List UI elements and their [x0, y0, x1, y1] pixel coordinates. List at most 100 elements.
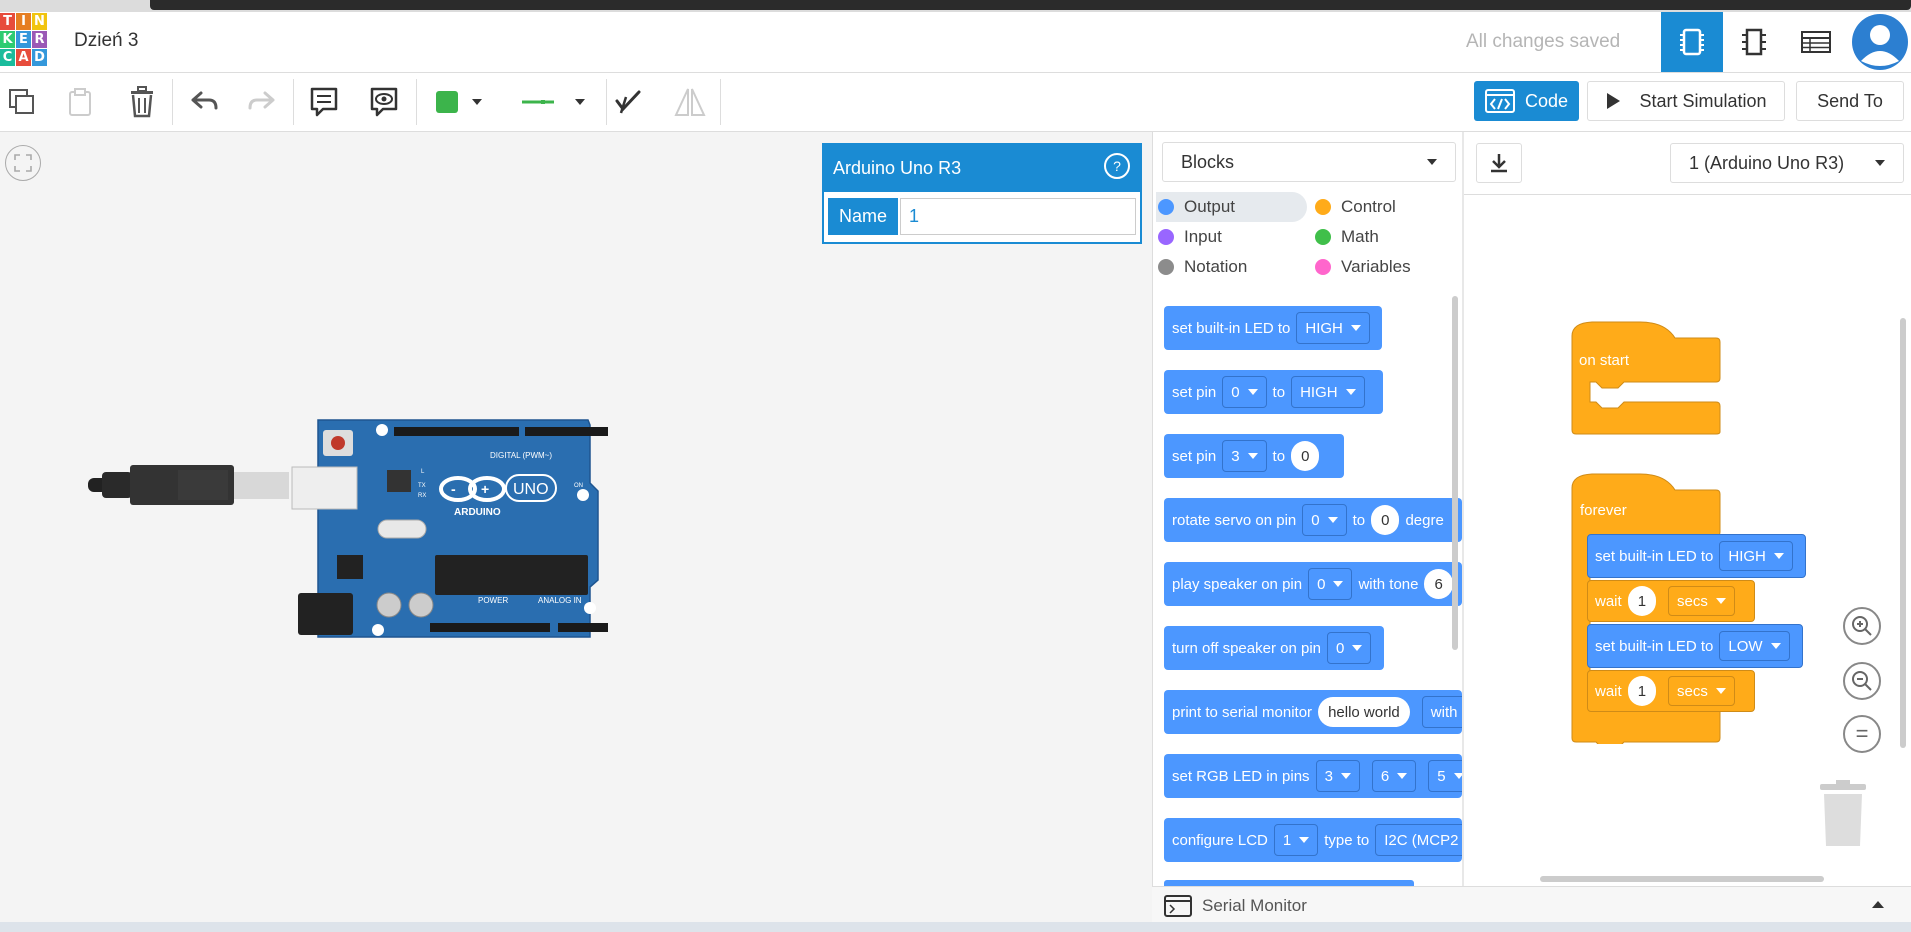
main-toolbar: Code Start Simulation Send To [0, 73, 1911, 132]
reset-button[interactable] [331, 436, 345, 450]
block-dropdown[interactable]: secs [1668, 676, 1735, 706]
category-output[interactable]: Output [1152, 192, 1235, 222]
rotate-button[interactable] [608, 73, 648, 131]
block-dropdown[interactable]: 0 [1302, 504, 1347, 536]
schematic-view-icon [1742, 28, 1766, 56]
block-dropdown[interactable]: 0 [1327, 632, 1372, 664]
block-dropdown[interactable]: HIGH [1291, 376, 1365, 408]
download-icon [1491, 154, 1507, 173]
send-to-label: Send To [1817, 90, 1883, 111]
component-inspector: Arduino Uno R3 ? Name 1 [822, 143, 1142, 244]
block-dropdown[interactable]: 0 [1308, 568, 1353, 600]
block-dropdown[interactable]: secs [1668, 586, 1735, 616]
device-select[interactable]: 1 (Arduino Uno R3) [1670, 143, 1904, 183]
user-avatar[interactable] [1848, 12, 1911, 72]
block-set-builtin-led[interactable]: set built-in LED to HIGH [1164, 306, 1382, 350]
code-button[interactable]: Code [1474, 81, 1579, 121]
workspace-trash-icon[interactable] [1816, 780, 1870, 850]
category-control[interactable]: Control [1309, 192, 1396, 222]
block-dropdown[interactable]: 6 [1371, 760, 1417, 792]
start-simulation-button[interactable]: Start Simulation [1587, 81, 1785, 121]
logo-letter: T [0, 13, 15, 30]
toggle-notes-visibility-button[interactable] [364, 73, 404, 131]
block-value-input[interactable]: 1 [1627, 676, 1657, 706]
fit-view-button[interactable] [5, 145, 41, 181]
on-start-block[interactable] [1570, 320, 1724, 436]
workspace-h-scrollbar[interactable] [1540, 876, 1824, 882]
chevron-up-icon[interactable] [1872, 901, 1884, 908]
serial-monitor-bar[interactable]: Serial Monitor [1152, 886, 1911, 923]
serial-monitor-label: Serial Monitor [1202, 896, 1307, 915]
block-text: set built-in LED to [1172, 319, 1291, 337]
undo-button[interactable] [184, 73, 224, 131]
block-value-input[interactable]: 1 [1627, 586, 1657, 616]
category-notation[interactable]: Notation [1152, 252, 1247, 282]
block-print-serial[interactable]: print to serial monitor hello world with [1164, 690, 1462, 734]
block-dropdown[interactable]: 5 [1428, 760, 1462, 792]
redo-button[interactable] [242, 73, 282, 131]
editor-mode-select[interactable]: Blocks [1162, 142, 1456, 182]
block-dropdown[interactable]: 1 [1273, 824, 1319, 856]
block-dropdown[interactable]: LOW [1719, 631, 1790, 661]
name-input[interactable]: 1 [900, 198, 1136, 235]
block-text: wait [1595, 592, 1622, 610]
wire-color-picker[interactable] [510, 73, 596, 131]
block-value-input[interactable]: 0 [1371, 505, 1400, 535]
svg-text:-: - [451, 481, 456, 497]
on-start-label: on start [1579, 352, 1630, 369]
arduino-uno-board[interactable]: - + ARDUINO UNO DIGITAL (PWM~) POWER ANA… [88, 415, 608, 645]
analog-label: ANALOG IN [538, 596, 582, 605]
schematic-view-button[interactable] [1723, 12, 1785, 72]
block-dropdown[interactable]: HIGH [1719, 541, 1793, 571]
block-text: set RGB LED in pins [1172, 767, 1310, 785]
send-to-button[interactable]: Send To [1796, 81, 1904, 121]
block-text: turn off speaker on pin [1172, 639, 1321, 657]
zoom-in-button[interactable] [1843, 607, 1881, 645]
copy-button[interactable] [2, 73, 42, 131]
workspace-v-scrollbar[interactable] [1900, 318, 1906, 748]
ws-wait-1[interactable]: wait 1 secs [1587, 580, 1755, 622]
block-dropdown[interactable]: with [1421, 696, 1462, 728]
block-dropdown[interactable]: 3 [1222, 440, 1267, 472]
block-dropdown[interactable]: HIGH [1296, 312, 1370, 344]
category-label: Control [1341, 197, 1396, 216]
paste-button[interactable] [60, 73, 100, 131]
project-title[interactable]: Dzień 3 [74, 30, 139, 51]
block-text: rotate servo on pin [1172, 511, 1297, 529]
zoom-reset-button[interactable]: = [1843, 715, 1881, 753]
notes-button[interactable] [304, 73, 344, 131]
help-icon[interactable]: ? [1104, 153, 1130, 179]
block-turn-off-speaker[interactable]: turn off speaker on pin 0 [1164, 626, 1384, 670]
blocks-scrollbar[interactable] [1452, 296, 1458, 650]
flip-button[interactable] [670, 73, 710, 131]
logo-letter: A [16, 49, 31, 66]
component-list-button[interactable] [1785, 12, 1847, 72]
category-variables[interactable]: Variables [1309, 252, 1411, 282]
category-math[interactable]: Math [1309, 222, 1379, 252]
fill-color-picker[interactable] [424, 73, 494, 131]
delete-button[interactable] [122, 73, 162, 131]
tx-label: TX [418, 483, 426, 489]
zoom-out-button[interactable] [1843, 662, 1881, 700]
circuit-view-button[interactable] [1661, 12, 1723, 72]
block-dropdown[interactable]: 0 [1222, 376, 1267, 408]
block-value-input[interactable]: hello world [1318, 697, 1410, 727]
category-dot [1315, 199, 1331, 215]
block-value-input[interactable]: 0 [1291, 441, 1320, 471]
download-code-button[interactable] [1476, 143, 1522, 183]
block-dropdown[interactable]: I2C (MCP2 [1375, 824, 1462, 856]
category-input[interactable]: Input [1152, 222, 1222, 252]
block-text: print to serial monitor [1172, 703, 1313, 721]
block-value-input[interactable]: 6 [1424, 569, 1453, 599]
block-dropdown[interactable]: 3 [1315, 760, 1360, 792]
